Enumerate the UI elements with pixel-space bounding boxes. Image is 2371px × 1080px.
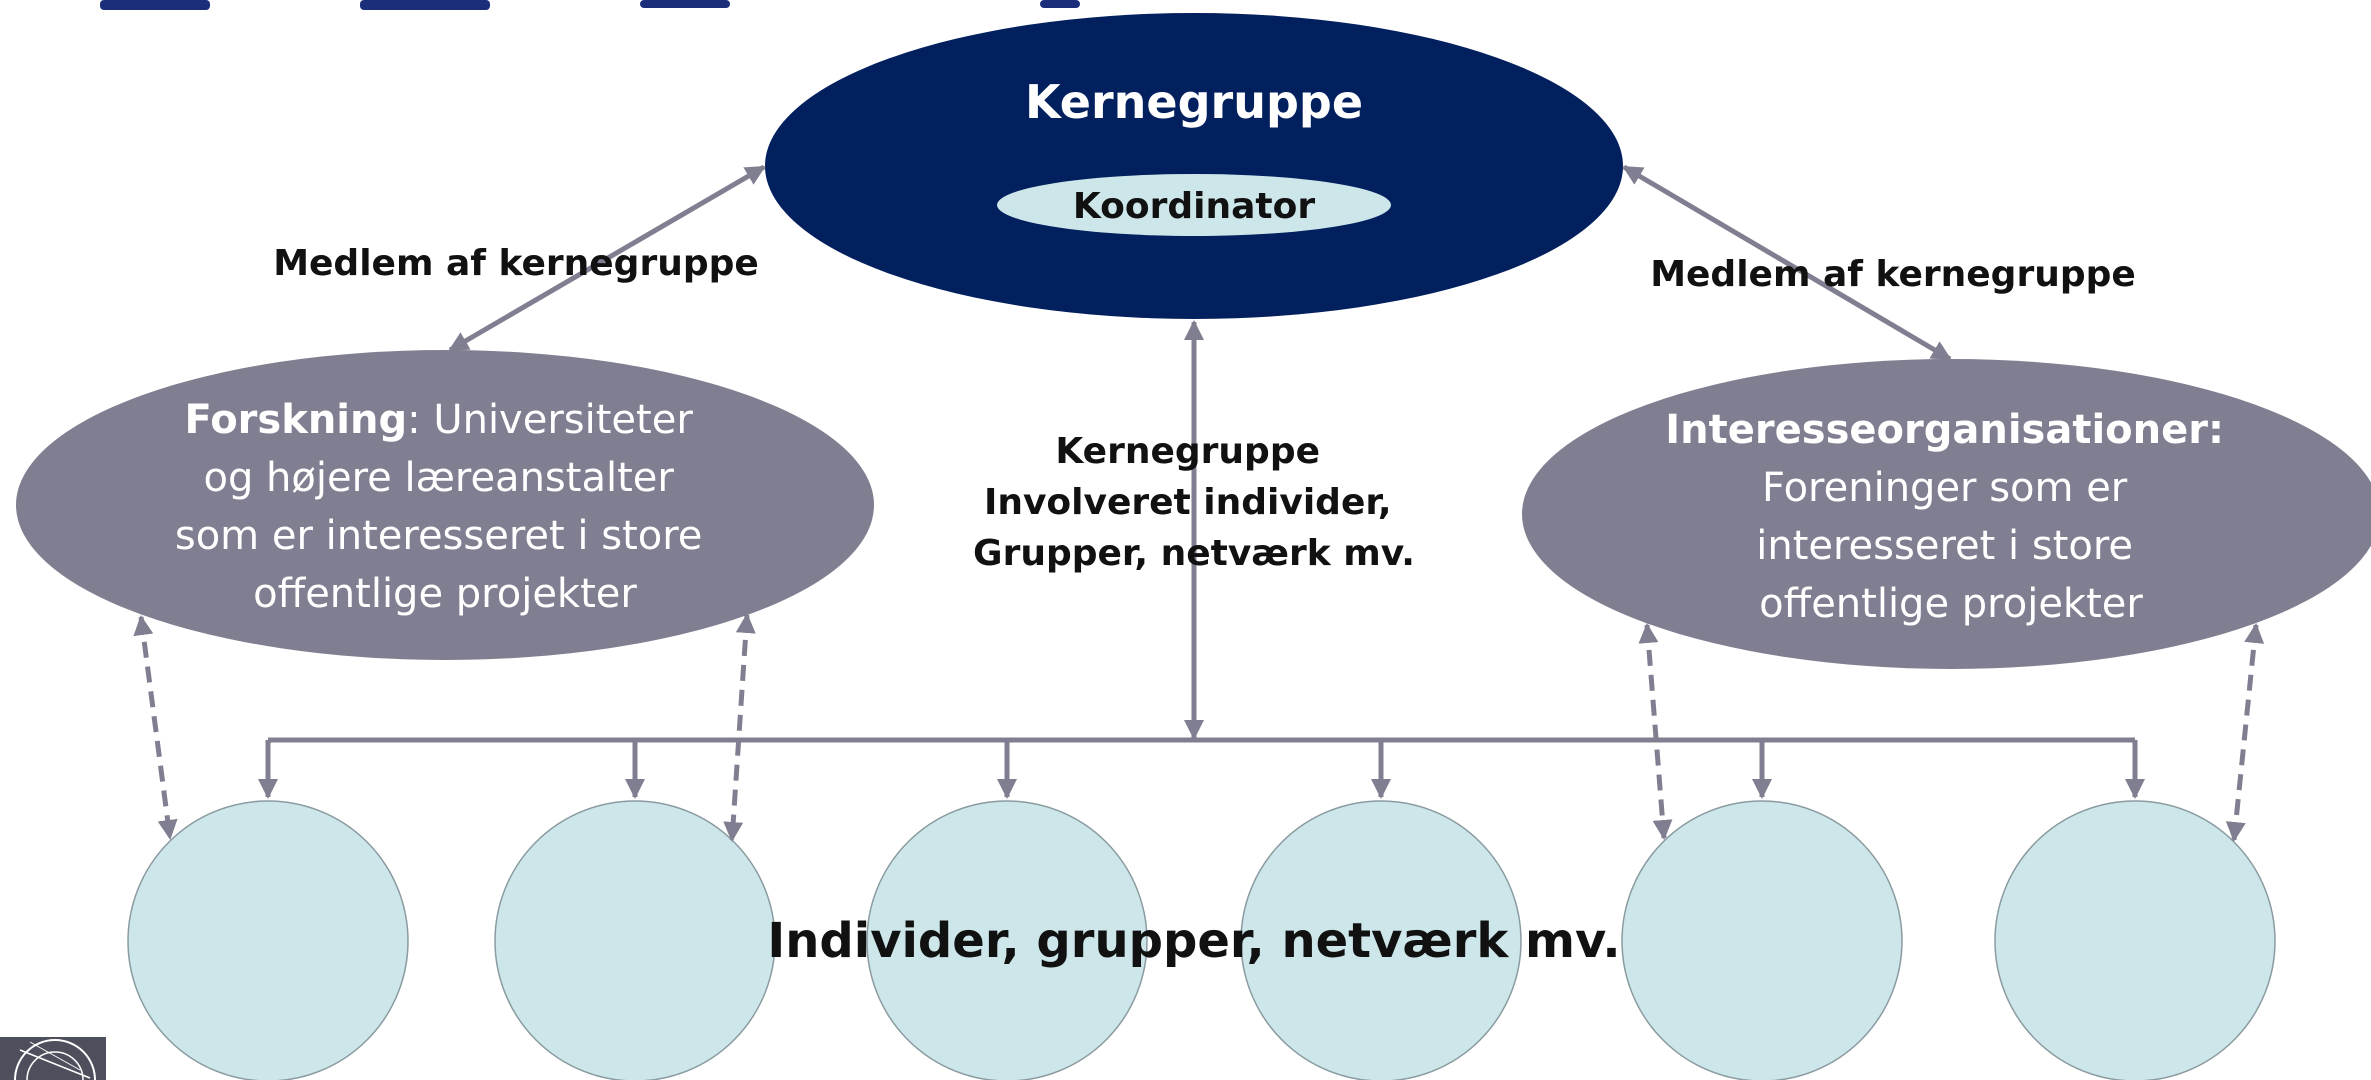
- left-member-arrow: [448, 164, 766, 353]
- core-group-ellipse: [765, 13, 1623, 319]
- research-group-line-3: som er interesseret i store: [175, 513, 703, 559]
- dashed-arrow-right-1: [1638, 623, 1673, 840]
- interest-orgs-ellipse: [1522, 359, 2371, 669]
- individual-circle-3: [866, 800, 1148, 1080]
- dashed-arrow-right-2: [2225, 623, 2265, 842]
- interest-orgs-line-2: Foreninger som er: [1762, 465, 2128, 511]
- left-member-label: Medlem af kernegruppe: [273, 243, 759, 284]
- individual-circle-6: [1994, 800, 2276, 1080]
- interest-orgs-line-4: offentlige projekter: [1759, 581, 2143, 627]
- interest-orgs-line-3: interesseret i store: [1756, 523, 2133, 569]
- center-label-line-2: Involveret individer,: [984, 482, 1392, 523]
- partial-title: [100, 0, 1080, 10]
- individual-circle-4: [1240, 800, 1522, 1080]
- university-seal-logo: [0, 1037, 106, 1080]
- coordinator-label: Koordinator: [1073, 186, 1315, 227]
- research-group-ellipse: [16, 350, 874, 660]
- individual-circle-2: [494, 800, 776, 1080]
- dashed-arrow-left-1: [133, 615, 178, 840]
- research-group-line-4: offentlige projekter: [253, 571, 637, 617]
- dashed-arrow-left-2: [723, 613, 756, 842]
- right-member-arrow: [1622, 164, 1952, 362]
- coordinator-ellipse: [997, 174, 1391, 236]
- research-group-line-2: og højere læreanstalter: [203, 455, 674, 501]
- individual-circle-5: [1621, 800, 1903, 1080]
- research-group-first-line: : Universiteter: [407, 397, 693, 443]
- research-group-bold: Forskning: [185, 397, 408, 443]
- dashed-connectors: [133, 613, 2265, 842]
- interest-orgs-text: Interesseorganisationer: Foreninger som …: [1665, 407, 2236, 627]
- bottom-label: Individer, grupper, netværk mv.: [767, 913, 1620, 969]
- research-group-text: Forskning: Universiteter og højere lærea…: [175, 397, 715, 617]
- core-group-title: Kernegruppe: [1025, 75, 1363, 129]
- bottom-circles: [127, 800, 2276, 1080]
- interest-orgs-bold: Interesseorganisationer:: [1665, 407, 2224, 453]
- connectors: [258, 164, 2145, 799]
- center-label-line-3: Grupper, netværk mv.: [973, 533, 1415, 574]
- individual-circle-1: [127, 800, 409, 1080]
- center-label-line-1: Kernegruppe: [1055, 431, 1320, 472]
- center-label: Kernegruppe Involveret individer, Gruppe…: [973, 431, 1415, 574]
- right-member-label: Medlem af kernegruppe: [1650, 254, 2136, 295]
